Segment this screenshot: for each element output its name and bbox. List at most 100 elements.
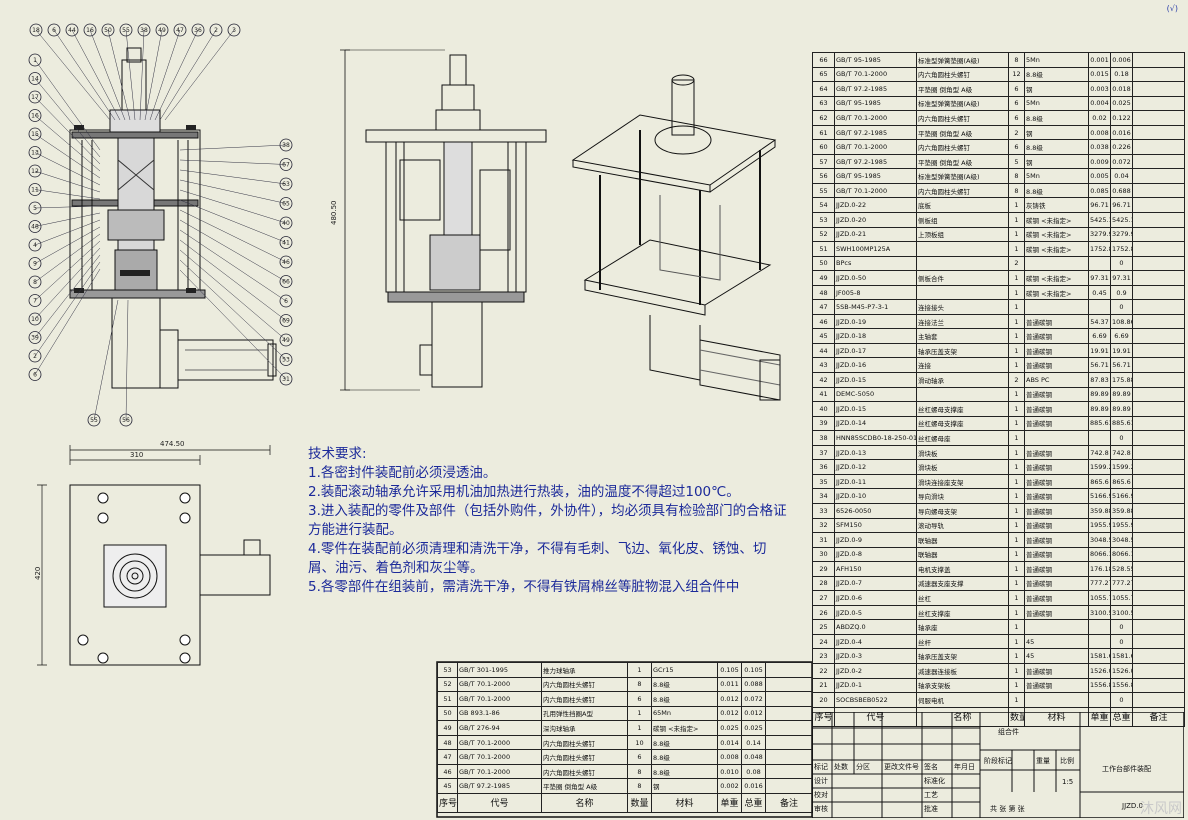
bom-cell: GB/T 97.2-1985 — [834, 81, 917, 97]
bom-cell: 8.8级 — [651, 734, 718, 751]
tb-role-design: 设计 — [814, 777, 828, 785]
bom-cell — [1132, 604, 1185, 621]
balloon-number: 39 — [31, 335, 39, 342]
bom-cell: 61 — [812, 124, 835, 141]
bom-cell: 33 — [812, 502, 835, 519]
balloon-number: 31 — [282, 376, 290, 383]
bom-cell: 丝杠螺母支撑座 — [916, 415, 1009, 432]
bom-cell: 56.71 — [1110, 357, 1133, 374]
bom-cell: 0.016 — [1110, 124, 1133, 141]
bom-cell: 43 — [812, 357, 835, 374]
bom-cell: 8 — [1008, 168, 1025, 184]
bom-cell: GB/T 276-94 — [457, 720, 542, 736]
bom-cell: 5425.15 — [1088, 212, 1111, 228]
bom-cell: 44 — [812, 342, 835, 359]
bom-cell: 2 — [1008, 124, 1025, 141]
bom-cell: 0 — [1110, 299, 1133, 315]
bom-cell: 46 — [812, 313, 835, 330]
leader-line — [179, 189, 287, 224]
bom-cell — [1132, 590, 1185, 606]
bom-cell: 0.688 — [1110, 182, 1133, 199]
bom-cell: 0.003 — [1088, 81, 1111, 97]
leader-line — [34, 59, 101, 151]
bom-cell: 0.006 — [1110, 52, 1133, 68]
bom-cell — [1132, 502, 1185, 519]
bom-cell: 丝杠螺母座 — [916, 430, 1009, 446]
bom-header-row: 序号代号名称数量材料单重总重备注 — [437, 792, 813, 813]
bom-cell — [916, 284, 1009, 301]
balloon-number: 11 — [31, 187, 39, 194]
balloon-number: 49 — [158, 27, 166, 34]
bom-cell — [1132, 357, 1185, 374]
bom-cell: JJZD.0-15 — [834, 372, 917, 388]
bom-cell: 普通碳钢 — [1024, 546, 1089, 563]
balloon-number: 56 — [122, 417, 130, 424]
bom-cell: 0.012 — [717, 705, 742, 722]
bom-cell: 8066.15 — [1088, 546, 1111, 563]
bom-cell — [916, 241, 1009, 257]
bom-cell — [765, 778, 813, 794]
bom-cell: 50 — [812, 255, 835, 272]
leader-line — [179, 179, 287, 204]
bom-cell — [916, 255, 1009, 272]
bom-cell — [1132, 124, 1185, 141]
bom-cell: 丝杠螺母支撑座 — [916, 401, 1009, 417]
balloon — [28, 146, 42, 159]
bom-cell: GB/T 97.2-1985 — [834, 153, 917, 170]
dim-top-overall: 474.50 — [160, 440, 185, 448]
bom-cell: 普通碳钢 — [1024, 401, 1089, 417]
bom-cell: 8066.15 — [1110, 546, 1133, 563]
leader-line — [71, 29, 121, 121]
bom-cell: 碳钢 <未指定> — [1024, 226, 1089, 243]
balloon-number: 67 — [282, 162, 290, 169]
bom-cell: 54.37 — [1088, 313, 1111, 330]
leader-line — [53, 29, 116, 121]
balloon — [28, 164, 42, 178]
bom-cell: 2 — [1008, 372, 1025, 388]
balloon-number: 55 — [90, 417, 98, 424]
bom-cell: 0.014 — [717, 734, 742, 751]
bom-cell: 62 — [812, 110, 835, 126]
bom-cell: 连接 — [916, 357, 1009, 374]
bom-cell: 20 — [812, 692, 835, 708]
bom-cell — [1132, 226, 1185, 243]
balloon-number: 5 — [33, 205, 37, 212]
bom-cell: 平垫圈 倒角型 A级 — [541, 778, 628, 794]
leader-line — [179, 229, 287, 302]
leader-line — [179, 144, 287, 151]
leader-line — [34, 212, 101, 227]
bom-cell: SOCBSBEB0522 — [834, 692, 917, 708]
bom-header-cell: 备注 — [765, 792, 813, 813]
balloon-number: 16 — [86, 27, 94, 34]
bom-cell: 22 — [812, 662, 835, 679]
balloon — [28, 238, 42, 252]
bom-cell: GCr15 — [651, 662, 718, 678]
bom-cell: 96.71 — [1088, 197, 1111, 214]
balloon-number: 40 — [282, 220, 290, 227]
bom-cell: 49 — [437, 720, 458, 736]
bom-cell: 865.6 — [1088, 473, 1111, 490]
bom-cell: 1 — [1008, 270, 1025, 286]
bom-cell: 滑块板 — [916, 459, 1009, 475]
leader-line — [34, 133, 101, 179]
bom-cell: 1 — [1008, 517, 1025, 534]
bom-cell: 1599.22 — [1088, 459, 1111, 475]
bom-cell — [1132, 692, 1185, 708]
bom-cell: 48 — [437, 734, 458, 751]
balloon-number: 38 — [140, 27, 148, 34]
balloon — [28, 294, 42, 307]
bom-cell: 42 — [812, 372, 835, 388]
leader-line — [179, 209, 287, 263]
bom-cell: 1 — [1008, 561, 1025, 577]
